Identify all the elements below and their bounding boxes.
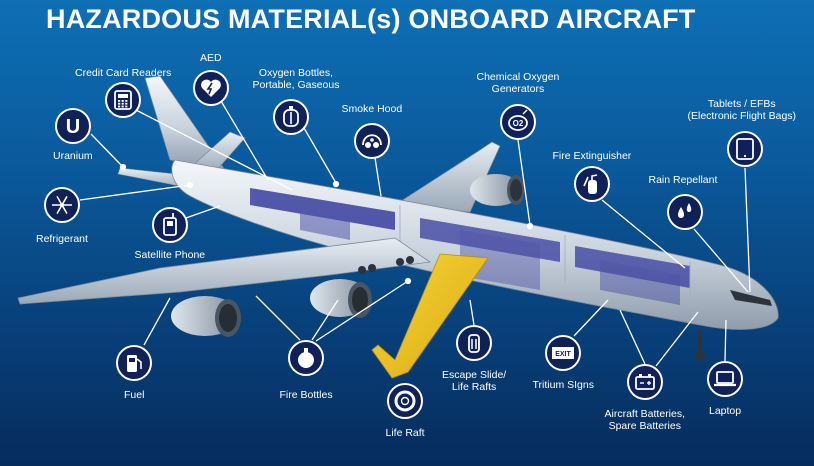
icon-layer: O2 U EXIT — [44, 70, 763, 419]
fuel-label: Fuel — [124, 389, 145, 401]
rain-repellant-leader-line — [693, 228, 749, 293]
fire-bottle-icon — [288, 340, 324, 376]
tritium-signs-label: Tritium SIgns — [532, 379, 594, 391]
page-title: HAZARDOUS MATERIAL(s) ONBOARD AIRCRAFT — [46, 4, 696, 34]
lower-wing — [17, 237, 432, 305]
satellite-phone-icon — [152, 207, 188, 243]
fire-bottles-label: Fire Bottles — [279, 389, 333, 401]
tritium-signs-leader-line — [573, 299, 609, 337]
fire-bottles-leader-line — [315, 280, 409, 342]
uranium-anchor-dot — [119, 163, 127, 171]
escape-slide-leader-line — [469, 299, 475, 326]
smoke-hood-leader-line — [374, 157, 382, 197]
aircraft-batteries-leader-line — [655, 311, 699, 367]
aircraft-batteries-leader-line — [619, 309, 646, 365]
outer-engine — [171, 296, 241, 337]
cabin-dividers — [399, 205, 691, 310]
refrigerant-anchor-dot — [186, 181, 194, 189]
satellite-phone-label: Satellite Phone — [134, 249, 206, 261]
fire-bottles-leader-line — [255, 295, 301, 341]
escape-slide-graphic — [371, 253, 489, 379]
fire-extinguisher-icon — [574, 166, 610, 202]
life-raft-label: Life Raft — [385, 427, 425, 439]
svg-text:O2: O2 — [513, 119, 524, 128]
fuel-pump-icon — [116, 345, 152, 381]
chemical-oxygen-generators-leader-line — [517, 139, 531, 226]
tablets-efbs-leader-line — [744, 167, 751, 293]
escape-slide-label: Escape Slide/Life Rafts — [442, 369, 507, 393]
leader-lines — [79, 100, 751, 367]
heart-defibrillator-icon — [193, 70, 229, 106]
o2-generator-icon: O2 — [500, 104, 536, 140]
exit-sign-icon: EXIT — [545, 335, 581, 371]
refrigerant-label: Refrigerant — [36, 233, 88, 245]
smoke-hood-label: Smoke Hood — [341, 103, 403, 115]
life-raft-icon — [387, 383, 423, 419]
uranium-label: Uranium — [53, 150, 93, 162]
aed-leader-line — [220, 100, 269, 181]
aircraft-batteries-label: Aircraft Batteries,Spare Batteries — [604, 408, 686, 432]
rain-repellant-label: Rain Repellant — [648, 174, 718, 186]
chemical-oxygen-generators-anchor-dot — [526, 222, 534, 230]
satellite-phone-leader-line — [185, 205, 221, 219]
svg-text:EXIT: EXIT — [555, 351, 571, 358]
cockpit-windows — [730, 290, 772, 306]
aed-label: AED — [200, 52, 222, 64]
laptop-icon — [707, 361, 743, 397]
uranium-icon: U — [55, 108, 91, 144]
fire-extinguisher-label: Fire Extinguisher — [552, 150, 632, 162]
fire-bottles-anchor-dot — [404, 277, 412, 285]
refrigerant-leader-line — [79, 184, 191, 201]
card-reader-icon — [105, 82, 141, 118]
upper-engine — [470, 174, 525, 206]
tablets-efbs-label: Tablets / EFBs(Electronic Flight Bags) — [687, 98, 797, 122]
oxygen-bottle-icon — [273, 99, 309, 135]
tablet-icon — [727, 131, 763, 167]
battery-icon — [627, 364, 663, 400]
uranium-leader-line — [90, 133, 123, 167]
laptop-leader-line — [724, 319, 727, 362]
fuel-leader-line — [143, 297, 171, 346]
oxygen-bottles-anchor-dot — [332, 180, 340, 188]
landing-gear — [358, 256, 705, 361]
oxygen-bottles-label: Oxygen Bottles,Portable, Gaseous — [252, 67, 340, 91]
rain-drops-icon — [667, 194, 703, 230]
laptop-label: Laptop — [709, 405, 742, 417]
oxygen-bottles-leader-line — [303, 127, 337, 184]
escape-slide-icon — [456, 325, 492, 361]
inner-engine — [310, 279, 372, 318]
smoke-hood-icon — [354, 123, 390, 159]
fire-extinguisher-leader-line — [601, 199, 686, 269]
fire-bottles-leader-line — [311, 299, 339, 341]
snowflake-icon — [44, 187, 80, 223]
cabin-seats — [250, 188, 690, 305]
credit-card-readers-label: Credit Card Readers — [75, 67, 172, 79]
svg-text:U: U — [66, 116, 80, 138]
